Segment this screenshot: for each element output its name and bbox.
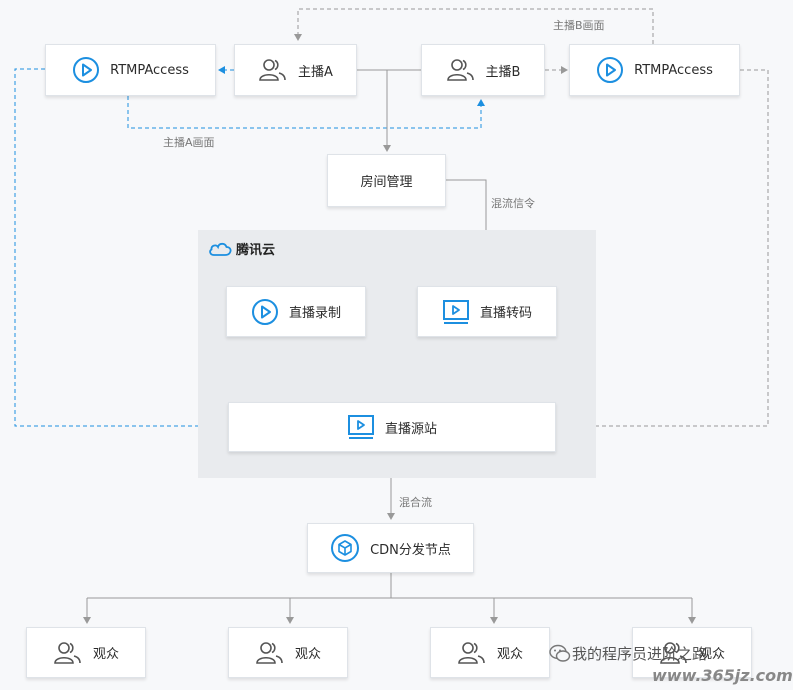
node-label: 直播源站 <box>384 421 437 437</box>
node-anchor-b: 主播B <box>421 44 545 96</box>
wechat-icon <box>549 644 571 668</box>
edge-label-anchor-a-video: 主播A画面 <box>163 136 215 149</box>
node-label: 房间管理 <box>360 175 413 190</box>
node-label: 主播B <box>485 64 521 80</box>
node-label: CDN分发节点 <box>370 542 451 558</box>
edge-anchor-a-video <box>127 96 485 129</box>
connector-lines <box>14 8 769 624</box>
node-viewer: 观众 <box>632 627 752 678</box>
play-icon <box>596 56 624 84</box>
users-icon <box>255 640 285 666</box>
node-anchor-a: 主播A <box>234 44 357 96</box>
node-viewer: 观众 <box>26 627 146 678</box>
play-icon <box>251 298 279 326</box>
node-label: 直播转码 <box>479 306 532 321</box>
edge-rtmp-a-to-origin <box>14 68 225 430</box>
node-label: 主播A <box>298 64 333 80</box>
node-label: RTMPAccess <box>110 62 189 78</box>
node-label: 观众 <box>294 647 321 662</box>
edge-rtmp-b-to-origin <box>559 69 769 430</box>
node-label: 观众 <box>496 647 523 662</box>
play-icon <box>72 56 100 84</box>
video-screen-icon <box>347 414 375 440</box>
node-live-origin: 直播源站 <box>228 402 556 452</box>
edge-label-anchor-b-video: 主播B画面 <box>553 19 605 32</box>
tencent-cloud-icon <box>208 241 232 257</box>
watermark-text: 我的程序员进阶之路 <box>572 645 708 663</box>
node-room-management: 房间管理 <box>327 154 446 207</box>
edge-anchor-b-video <box>294 8 654 44</box>
node-live-transcode: 直播转码 <box>417 286 557 337</box>
node-label: RTMPAccess <box>634 62 713 78</box>
cloud-title-label: 腾讯云 <box>236 243 276 258</box>
edge-label-mix-signal: 混流信令 <box>491 197 535 210</box>
node-label: 直播录制 <box>288 306 341 321</box>
users-icon <box>53 640 83 666</box>
node-label: 观众 <box>698 647 725 662</box>
edge-label-mixed-stream: 混合流 <box>399 496 432 509</box>
users-icon <box>258 57 288 83</box>
node-rtmp-access-b: RTMPAccess <box>569 44 740 96</box>
users-icon <box>457 640 487 666</box>
node-live-record: 直播录制 <box>226 286 366 337</box>
node-rtmp-access-a: RTMPAccess <box>45 44 216 96</box>
node-cdn: CDN分发节点 <box>307 523 474 573</box>
video-screen-icon <box>442 299 470 325</box>
node-viewer: 观众 <box>228 627 348 678</box>
users-icon <box>659 640 689 666</box>
cdn-cube-icon <box>330 533 360 563</box>
users-icon <box>446 57 476 83</box>
node-viewer: 观众 <box>430 627 550 678</box>
watermark-url: www.365jz.com <box>652 666 793 685</box>
node-label: 观众 <box>92 647 119 662</box>
cloud-title: 腾讯云 <box>208 239 275 258</box>
